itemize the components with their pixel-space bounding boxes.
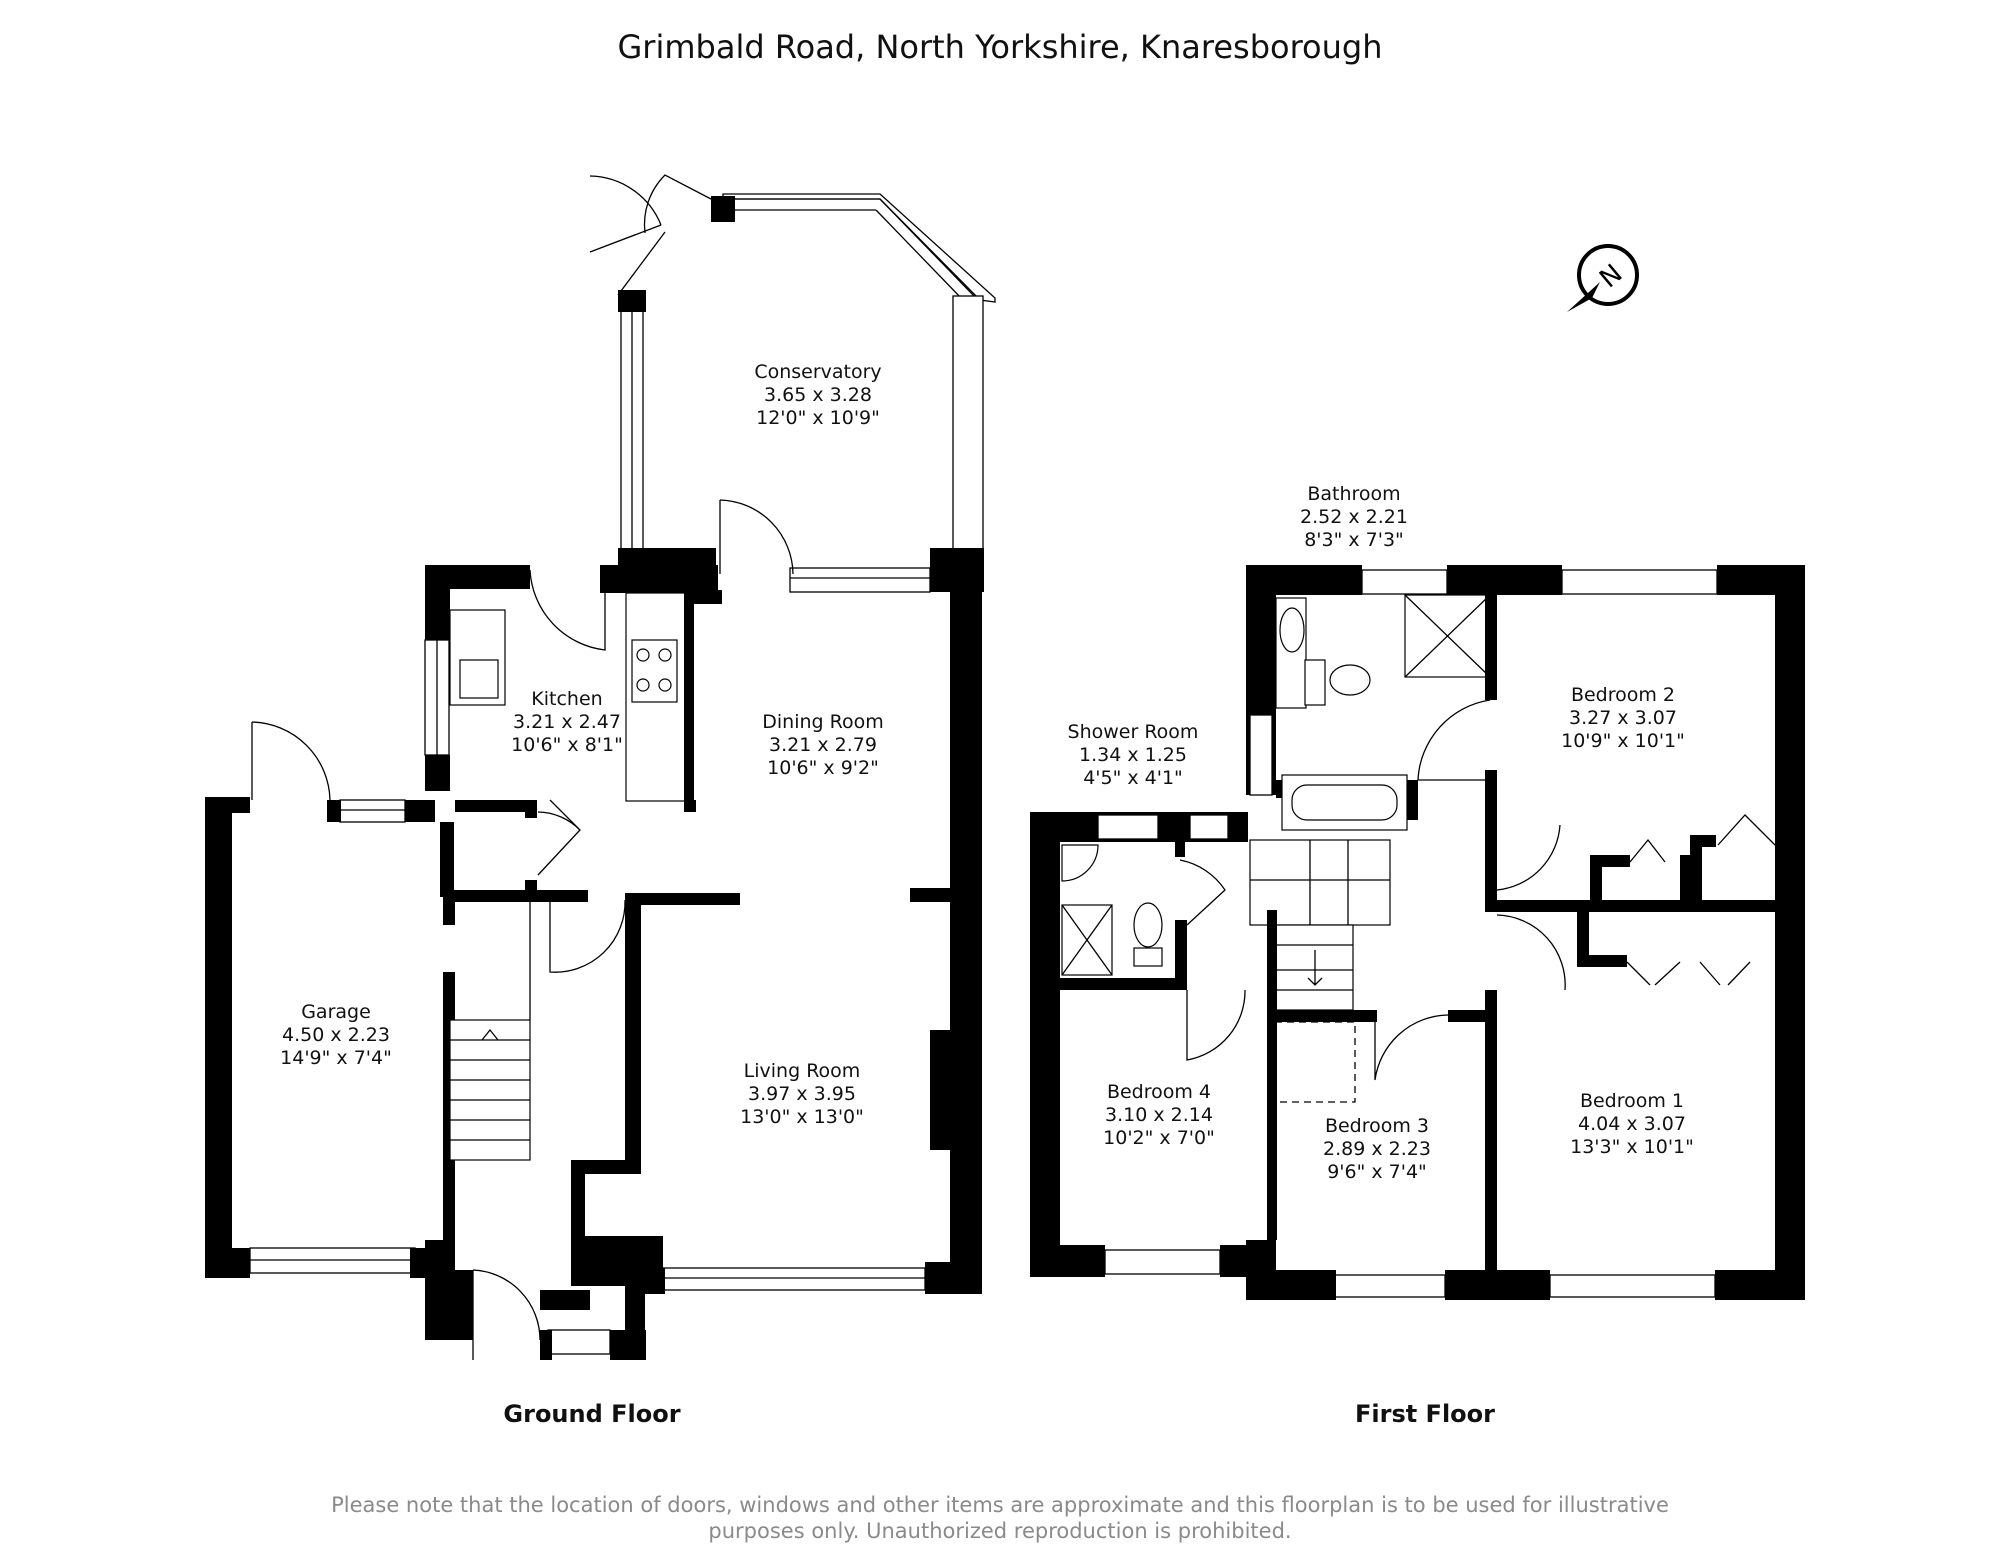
svg-text:Garage: Garage [301, 1001, 371, 1023]
svg-text:9'6" x 7'4": 9'6" x 7'4" [1327, 1161, 1427, 1183]
room-shower-room: Shower Room 1.34 x 1.25 4'5" x 4'1" [1068, 721, 1199, 789]
svg-text:Bedroom 4: Bedroom 4 [1107, 1081, 1211, 1103]
svg-text:10'2" x 7'0": 10'2" x 7'0" [1103, 1127, 1215, 1149]
svg-text:3.65 x 3.28: 3.65 x 3.28 [764, 384, 872, 406]
room-bedroom-3: Bedroom 3 2.89 x 2.23 9'6" x 7'4" [1323, 1115, 1431, 1183]
svg-text:8'3" x 7'3": 8'3" x 7'3" [1304, 529, 1404, 551]
room-bedroom-2: Bedroom 2 3.27 x 3.07 10'9" x 10'1" [1561, 684, 1685, 752]
page-title: Grimbald Road, North Yorkshire, Knaresbo… [618, 28, 1383, 66]
room-bedroom-1: Bedroom 1 4.04 x 3.07 13'3" x 10'1" [1570, 1090, 1694, 1158]
first-floor-plan [1030, 565, 1805, 1300]
svg-text:12'0" x 10'9": 12'0" x 10'9" [756, 407, 880, 429]
svg-text:Kitchen: Kitchen [531, 688, 602, 710]
svg-text:3.21 x 2.79: 3.21 x 2.79 [769, 734, 877, 756]
svg-text:10'6" x 8'1": 10'6" x 8'1" [511, 734, 623, 756]
svg-text:3.10 x 2.14: 3.10 x 2.14 [1105, 1104, 1213, 1126]
floor-label-ground: Ground Floor [503, 1400, 680, 1428]
floor-label-first: First Floor [1355, 1400, 1495, 1428]
svg-text:2.89 x 2.23: 2.89 x 2.23 [1323, 1138, 1431, 1160]
svg-text:Bathroom: Bathroom [1307, 483, 1400, 505]
svg-text:4.50 x 2.23: 4.50 x 2.23 [282, 1024, 390, 1046]
room-dining-room: Dining Room 3.21 x 2.79 10'6" x 9'2" [762, 711, 883, 779]
svg-text:2.52 x 2.21: 2.52 x 2.21 [1300, 506, 1408, 528]
svg-text:13'0" x 13'0": 13'0" x 13'0" [740, 1106, 864, 1128]
svg-text:Bedroom 3: Bedroom 3 [1325, 1115, 1429, 1137]
svg-text:Dining Room: Dining Room [762, 711, 883, 733]
disclaimer-line-2: purposes only. Unauthorized reproduction… [708, 1519, 1291, 1543]
room-conservatory: Conservatory 3.65 x 3.28 12'0" x 10'9" [754, 361, 881, 429]
room-living-room: Living Room 3.97 x 3.95 13'0" x 13'0" [740, 1060, 864, 1128]
room-kitchen: Kitchen 3.21 x 2.47 10'6" x 8'1" [511, 688, 623, 756]
svg-text:14'9" x 7'4": 14'9" x 7'4" [280, 1047, 392, 1069]
svg-text:4'5" x 4'1": 4'5" x 4'1" [1083, 767, 1183, 789]
svg-text:10'9" x 10'1": 10'9" x 10'1" [1561, 730, 1685, 752]
north-compass-icon: N [1567, 244, 1639, 312]
svg-text:1.34 x 1.25: 1.34 x 1.25 [1079, 744, 1187, 766]
room-bathroom: Bathroom 2.52 x 2.21 8'3" x 7'3" [1300, 483, 1408, 551]
room-bedroom-4: Bedroom 4 3.10 x 2.14 10'2" x 7'0" [1103, 1081, 1215, 1149]
svg-text:Bedroom 2: Bedroom 2 [1571, 684, 1675, 706]
svg-text:10'6" x 9'2": 10'6" x 9'2" [767, 757, 879, 779]
svg-text:3.97 x 3.95: 3.97 x 3.95 [748, 1083, 856, 1105]
svg-text:3.27 x 3.07: 3.27 x 3.07 [1569, 707, 1677, 729]
svg-text:3.21 x 2.47: 3.21 x 2.47 [513, 711, 621, 733]
svg-text:13'3" x 10'1": 13'3" x 10'1" [1570, 1136, 1694, 1158]
room-garage: Garage 4.50 x 2.23 14'9" x 7'4" [280, 1001, 392, 1069]
svg-text:Living Room: Living Room [744, 1060, 861, 1082]
svg-text:4.04 x 3.07: 4.04 x 3.07 [1578, 1113, 1686, 1135]
ground-floor-plan [205, 174, 996, 1360]
svg-text:Shower Room: Shower Room [1068, 721, 1199, 743]
disclaimer-line-1: Please note that the location of doors, … [331, 1493, 1669, 1517]
svg-text:Conservatory: Conservatory [754, 361, 881, 383]
svg-text:Bedroom 1: Bedroom 1 [1580, 1090, 1684, 1112]
